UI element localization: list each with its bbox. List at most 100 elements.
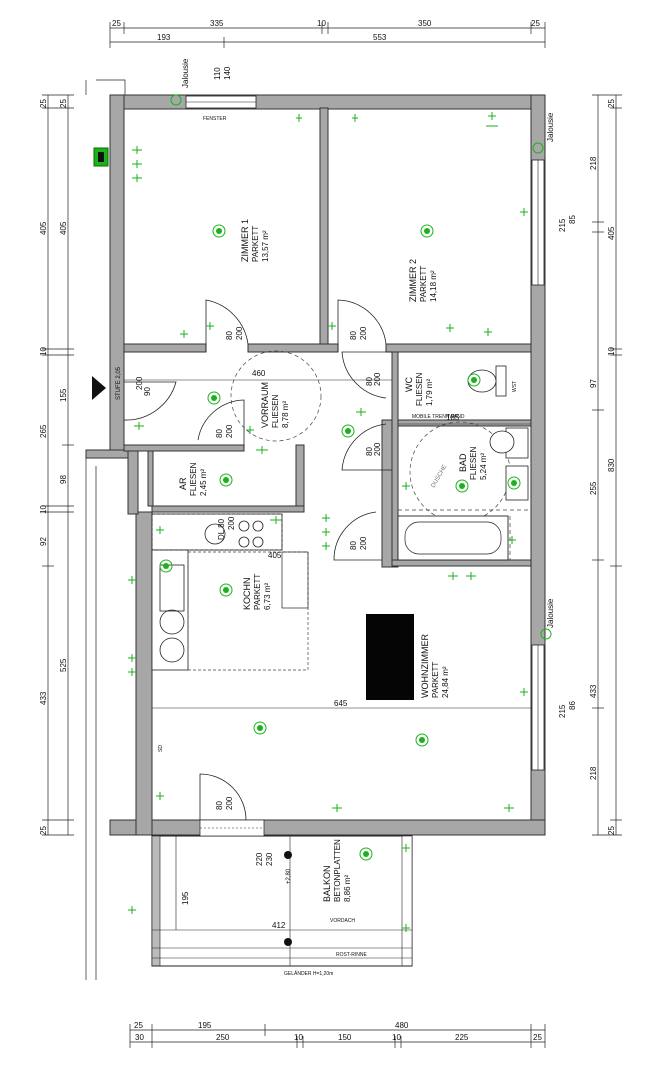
dim-bot-150: 150 bbox=[338, 1033, 352, 1042]
svg-text:200: 200 bbox=[225, 796, 234, 810]
dim-bot-30: 30 bbox=[135, 1033, 144, 1042]
svg-text:8,86 m²: 8,86 m² bbox=[343, 875, 352, 902]
svg-text:218: 218 bbox=[589, 766, 598, 780]
svg-text:PARKETT: PARKETT bbox=[253, 574, 262, 610]
svg-text:405: 405 bbox=[39, 221, 48, 235]
dim-window-140: 140 bbox=[223, 66, 232, 80]
svg-text:90: 90 bbox=[143, 387, 152, 396]
svg-text:BAD: BAD bbox=[458, 453, 468, 472]
electrical-symbols bbox=[93, 94, 552, 932]
svg-text:FLIESEN: FLIESEN bbox=[271, 394, 280, 428]
svg-text:WST: WST bbox=[512, 381, 518, 392]
svg-text:6,73 m²: 6,73 m² bbox=[263, 583, 272, 610]
room-zimmer1: ZIMMER 1 PARKETT 13,57 m² bbox=[240, 219, 270, 262]
jalousie-motor-icon bbox=[170, 94, 182, 106]
room-vorraum: VORRAUM FLIESEN 8,78 m² bbox=[260, 382, 290, 428]
svg-text:FLIESEN: FLIESEN bbox=[469, 446, 478, 480]
svg-text:405: 405 bbox=[59, 221, 68, 235]
dim-top-335: 335 bbox=[210, 19, 224, 28]
svg-text:13,57 m²: 13,57 m² bbox=[261, 230, 270, 262]
svg-text:215: 215 bbox=[558, 218, 567, 232]
dim-bot-195: 195 bbox=[198, 1021, 212, 1030]
svg-text:830: 830 bbox=[607, 458, 616, 472]
left-dim-labels: 25 405 10 265 10 92 433 25 25 405 155 98… bbox=[39, 99, 68, 835]
svg-text:97: 97 bbox=[589, 379, 598, 388]
svg-text:PARKETT: PARKETT bbox=[431, 662, 440, 698]
svg-text:155: 155 bbox=[59, 388, 68, 402]
right-dim-labels: 25 218 405 10 97 830 255 433 218 25 bbox=[589, 99, 616, 835]
svg-text:ZIMMER 1: ZIMMER 1 bbox=[240, 219, 250, 262]
svg-text:460: 460 bbox=[252, 369, 266, 378]
svg-text:433: 433 bbox=[589, 684, 598, 698]
room-ar: AR FLIESEN 2,45 m² bbox=[178, 462, 208, 496]
dimension-lines bbox=[42, 22, 622, 1048]
svg-text:80: 80 bbox=[349, 541, 358, 550]
dim-top-25b: 25 bbox=[531, 19, 540, 28]
fenster-top: FENSTER bbox=[203, 116, 227, 122]
svg-text:80: 80 bbox=[225, 331, 234, 340]
svg-text:200: 200 bbox=[359, 536, 368, 550]
svg-text:255: 255 bbox=[589, 481, 598, 495]
svg-text:230: 230 bbox=[265, 852, 274, 866]
svg-text:200: 200 bbox=[135, 376, 144, 390]
room-balkon: BALKON BETONPLATTEN 8,86 m² bbox=[322, 839, 352, 902]
svg-text:BALKON: BALKON bbox=[322, 865, 332, 902]
dim-bot-10b: 10 bbox=[392, 1033, 401, 1042]
dim-bot-250: 250 bbox=[216, 1033, 230, 1042]
svg-text:ROST-RINNE: ROST-RINNE bbox=[336, 952, 368, 958]
turning-circle-vorraum bbox=[230, 350, 322, 442]
svg-text:405: 405 bbox=[607, 226, 616, 240]
balcony: 195 bbox=[151, 819, 413, 967]
room-kochn: KOCHN PARKETT 6,73 m² bbox=[242, 574, 272, 610]
svg-text:25: 25 bbox=[59, 99, 68, 108]
svg-text:FLIESEN: FLIESEN bbox=[189, 462, 198, 496]
dim-window-110: 110 bbox=[213, 67, 222, 80]
svg-text:WC: WC bbox=[404, 377, 414, 392]
room-bad: BAD FLIESEN 5,24 m² bbox=[458, 446, 488, 480]
black-marker bbox=[366, 614, 414, 700]
svg-text:412: 412 bbox=[272, 921, 286, 930]
svg-text:98: 98 bbox=[59, 475, 68, 484]
svg-text:10: 10 bbox=[39, 505, 48, 514]
svg-text:80: 80 bbox=[365, 447, 374, 456]
svg-text:80: 80 bbox=[365, 377, 374, 386]
svg-text:525: 525 bbox=[59, 658, 68, 672]
svg-text:PARKETT: PARKETT bbox=[419, 266, 428, 302]
svg-text:Jalousie: Jalousie bbox=[546, 598, 555, 628]
svg-text:218: 218 bbox=[589, 156, 598, 170]
svg-text:25: 25 bbox=[607, 99, 616, 108]
kitchen-counter bbox=[151, 513, 283, 671]
dim-bot-480: 480 bbox=[395, 1021, 409, 1030]
socket-icon bbox=[128, 112, 528, 932]
svg-text:405: 405 bbox=[268, 551, 282, 560]
svg-text:24,84 m²: 24,84 m² bbox=[441, 666, 450, 698]
left-outer-outline bbox=[85, 79, 126, 980]
svg-text:DUSCHE: DUSCHE bbox=[431, 464, 449, 489]
kitchen-pillar bbox=[281, 551, 309, 609]
bathtub bbox=[397, 515, 509, 561]
svg-text:GELÄNDER H=1,20m: GELÄNDER H=1,20m bbox=[284, 970, 333, 977]
svg-text:215: 215 bbox=[558, 704, 567, 718]
room-wohnzimmer: WOHNZIMMER PARKETT 24,84 m² bbox=[420, 634, 450, 698]
right-window-2: 86 215 Jalousie bbox=[531, 598, 577, 771]
svg-text:25: 25 bbox=[39, 826, 48, 835]
top-window: 110 140 Jalousie FENSTER bbox=[181, 58, 257, 122]
entrance-arrow bbox=[92, 376, 106, 400]
svg-text:1,79 m²: 1,79 m² bbox=[425, 379, 434, 406]
room-zimmer2: ZIMMER 2 PARKETT 14,18 m² bbox=[408, 259, 438, 302]
dim-top-193: 193 bbox=[157, 33, 171, 42]
svg-text:2,45 m²: 2,45 m² bbox=[199, 469, 208, 496]
svg-text:WOHNZIMMER: WOHNZIMMER bbox=[420, 634, 430, 698]
svg-text:92: 92 bbox=[39, 537, 48, 546]
svg-text:SD: SD bbox=[158, 745, 164, 752]
kitchen-zone bbox=[187, 551, 309, 671]
doors bbox=[123, 299, 392, 821]
svg-text:STUFE 2,05: STUFE 2,05 bbox=[116, 366, 122, 400]
svg-text:AR: AR bbox=[178, 477, 188, 490]
dim-top-350: 350 bbox=[418, 19, 432, 28]
svg-text:5,24 m²: 5,24 m² bbox=[479, 453, 488, 480]
svg-text:80: 80 bbox=[349, 331, 358, 340]
svg-text:+2,80: +2,80 bbox=[286, 868, 292, 884]
svg-text:200: 200 bbox=[225, 424, 234, 438]
